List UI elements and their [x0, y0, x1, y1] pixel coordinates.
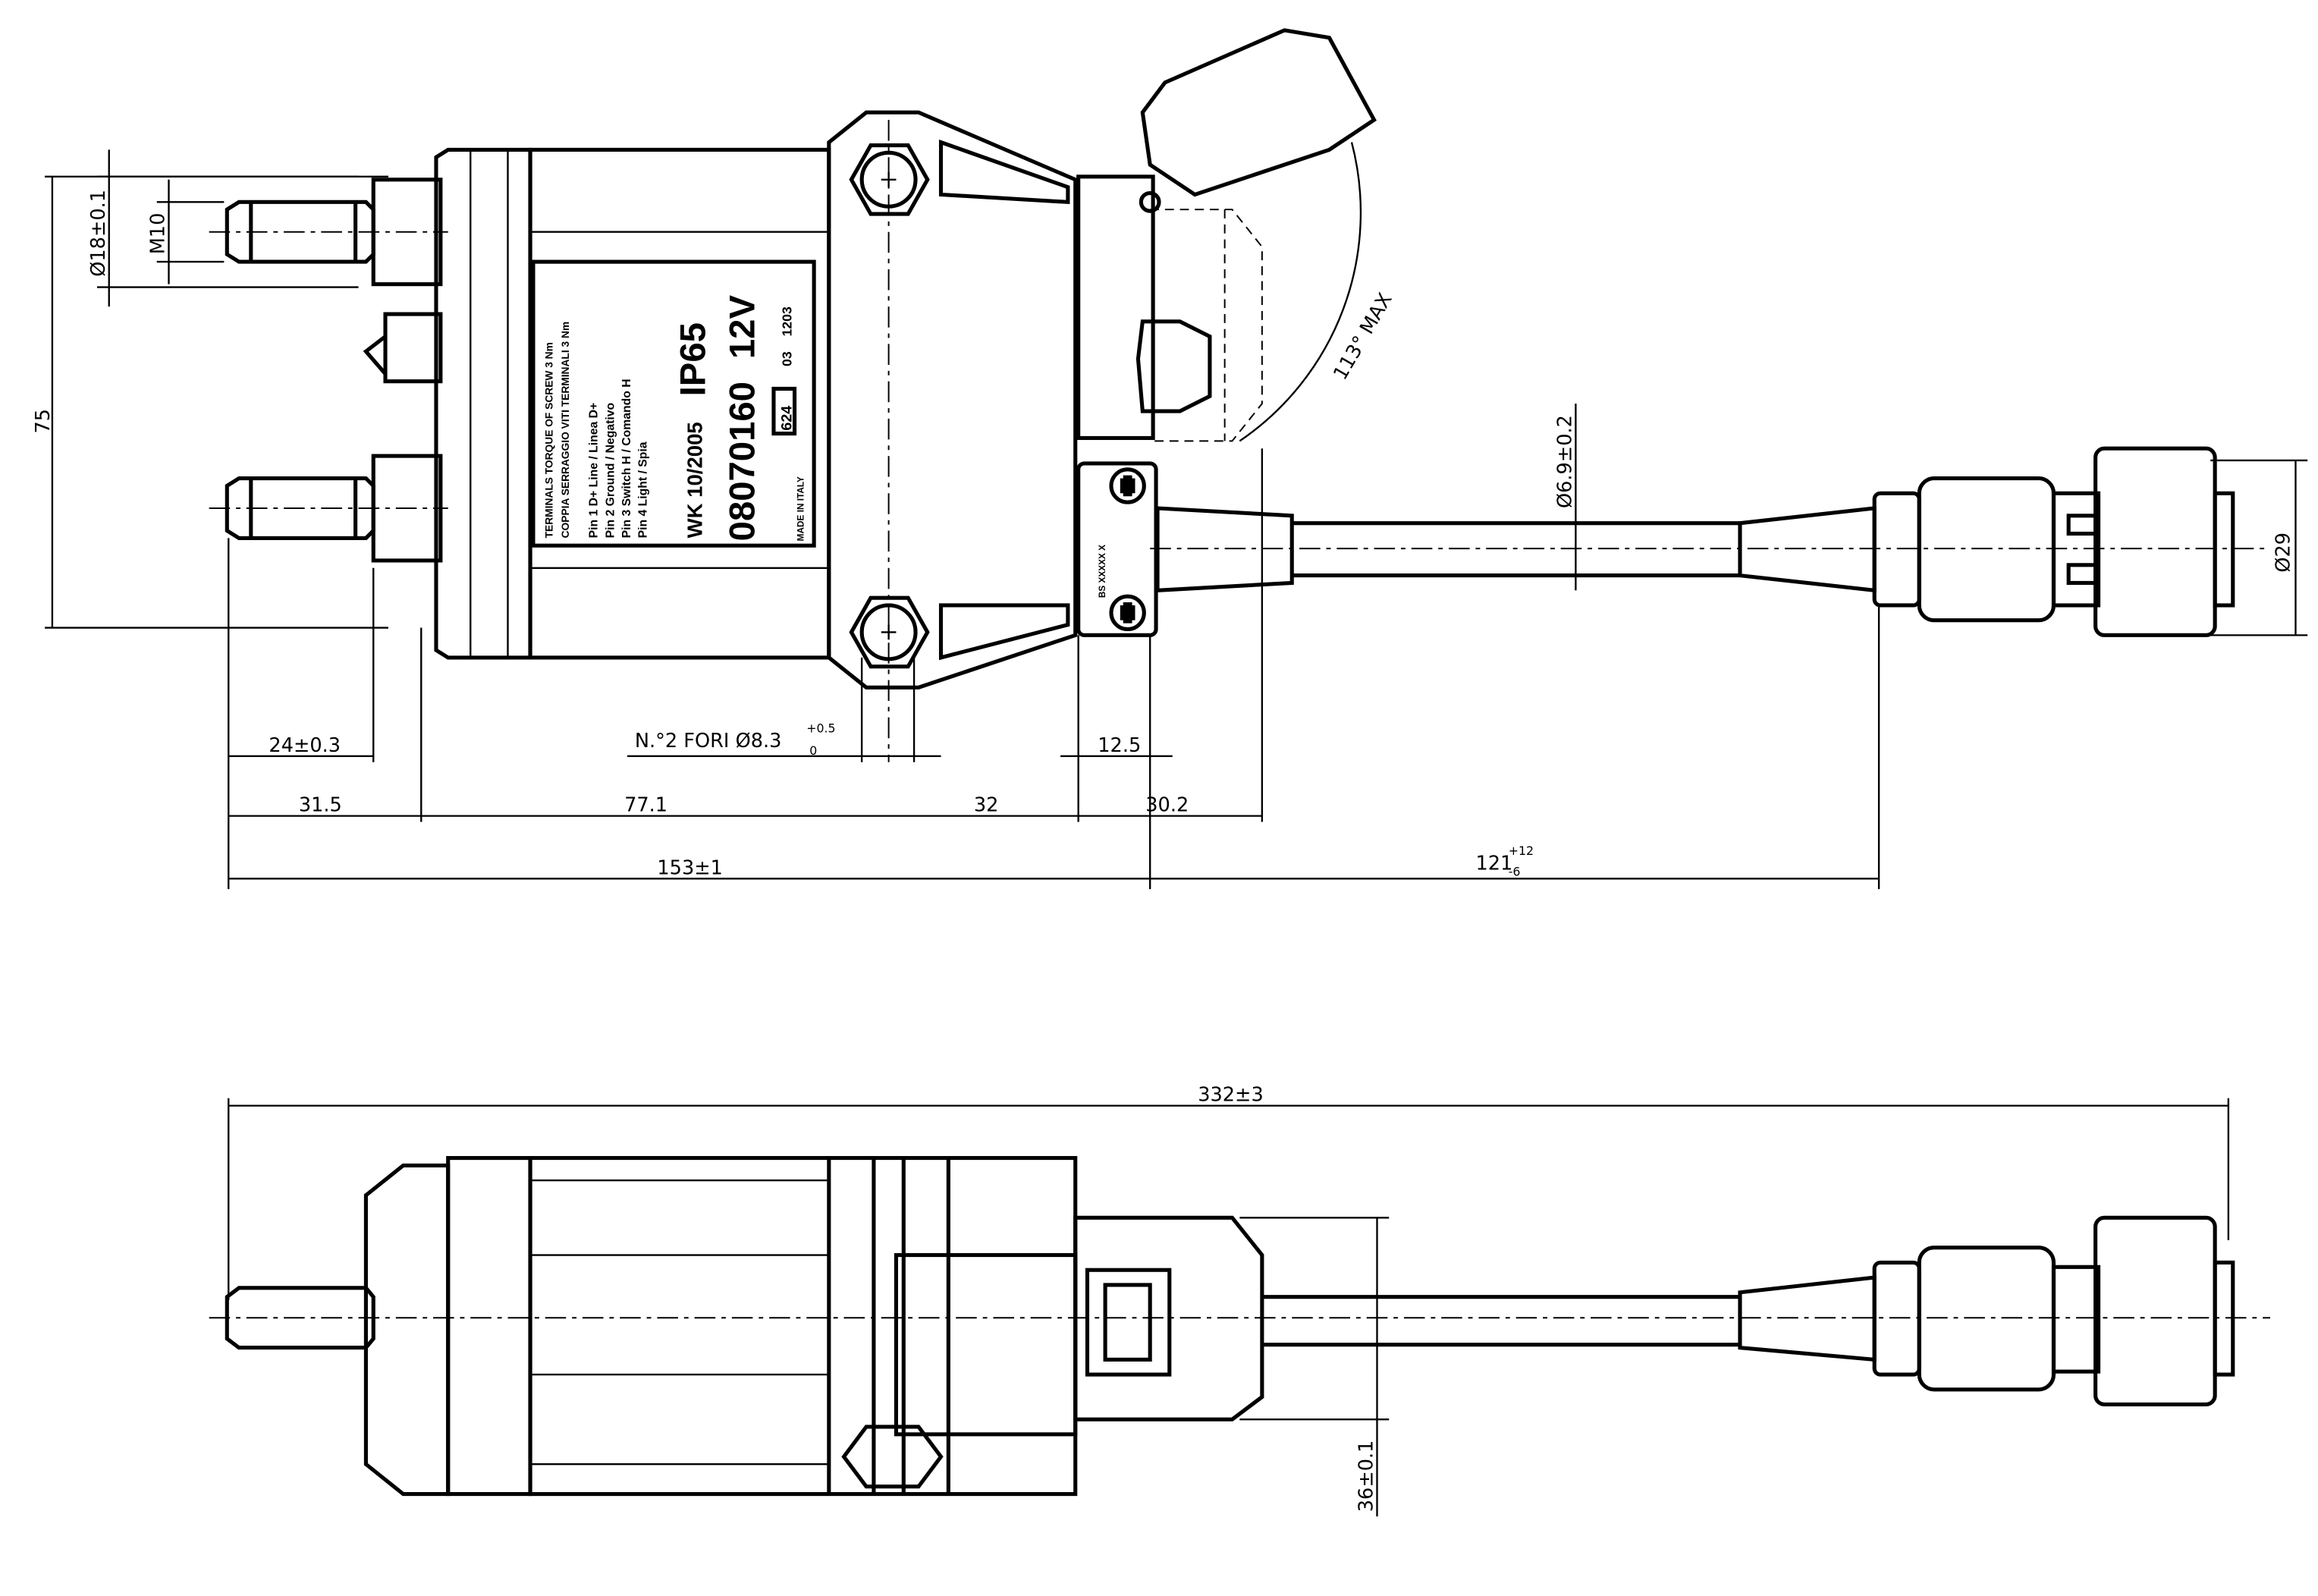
dim-lever-angle: 113° MAX — [1329, 289, 1396, 384]
label-torque-it: COPPIA SERRAGGIO VITI TERMINALI 3 Nm — [560, 322, 571, 539]
label-pin2: Pin 2 Ground / Negativo — [604, 403, 617, 539]
dim-seg-2: 77.1 — [624, 794, 667, 817]
dim-seg-3: 32 — [974, 794, 999, 817]
switch-lever — [1140, 28, 1377, 197]
motor-body-side — [528, 1155, 1078, 1497]
dim-cable-tol-upper: +12 — [1509, 844, 1534, 858]
label-pin4: Pin 4 Light / Spia — [637, 441, 650, 538]
dim-cable-tol-lower: -6 — [1509, 864, 1521, 878]
dim-stud-offset: 24±0.3 — [269, 734, 341, 757]
mounting-bolt-top — [849, 143, 930, 216]
dim-seg-1: 31.5 — [299, 794, 342, 817]
mounting-bolt-bottom — [849, 595, 930, 669]
label-pin1: Pin 1 D+ Line / Linea D+ — [588, 403, 601, 539]
product-label — [531, 259, 816, 548]
dim-body-length: 153±1 — [657, 856, 723, 879]
switch-housing-side — [1073, 1215, 1264, 1422]
label-code-2: 1203 — [780, 306, 795, 337]
label-code-1: 03 — [780, 351, 795, 366]
label-torque-en: TERMINALS TORQUE OF SCREW 3 Nm — [544, 342, 555, 538]
dim-overall-length: 332±3 — [1198, 1084, 1264, 1107]
dim-stud-spacing: 75 — [32, 409, 55, 434]
dim-holes-tol-upper: +0.5 — [806, 721, 835, 735]
cable-connector — [1738, 446, 2235, 637]
label-origin: MADE IN ITALY — [795, 476, 806, 541]
cable-connector-side — [1738, 1215, 2235, 1407]
label-voltage: 12V — [722, 295, 762, 360]
switch-housing — [1076, 174, 1155, 441]
dim-height: 36±0.1 — [1355, 1440, 1378, 1513]
dim-thread: M10 — [147, 213, 170, 255]
label-date: WK 10/2005 — [683, 422, 706, 538]
dim-cable-diameter: Ø6.9±0.2 — [1553, 415, 1576, 508]
dim-holes-tol-lower: 0 — [809, 743, 817, 758]
side-view: 332±3 36±0.1 — [209, 1084, 2270, 1517]
label-part-number: 08070160 — [722, 382, 762, 541]
dim-connector-diameter: Ø29 — [2272, 533, 2295, 573]
dim-cable-length: 121 — [1475, 853, 1512, 875]
switch-knob — [1135, 319, 1212, 413]
screw-icon — [1109, 594, 1146, 632]
dim-switch-width: 12.5 — [1098, 734, 1141, 757]
dimensions-top: 75 Ø18±0.1 M10 24±0.3 N.°2 FORI Ø8.3 +0.… — [32, 149, 2308, 890]
label-rating: IP65 — [673, 322, 713, 396]
motor-body — [528, 147, 831, 660]
screw-icon — [1109, 467, 1146, 504]
switch-plate-code: BS XXXXX X — [1097, 545, 1107, 598]
label-pin3: Pin 3 Switch H / Comando H — [620, 379, 633, 538]
dim-holes: N.°2 FORI Ø8.3 — [635, 730, 782, 752]
dimensions-side: 332±3 36±0.1 — [228, 1084, 2230, 1517]
dim-seg-4: 30.2 — [1145, 794, 1189, 817]
dim-stud-diameter: Ø18±0.1 — [87, 190, 110, 277]
top-view: TERMINALS TORQUE OF SCREW 3 Nm COPPIA SE… — [32, 28, 2308, 890]
label-code-box: 624 — [779, 406, 796, 431]
terminal-stud-top — [225, 178, 443, 287]
terminal-stud-bottom — [225, 454, 443, 563]
